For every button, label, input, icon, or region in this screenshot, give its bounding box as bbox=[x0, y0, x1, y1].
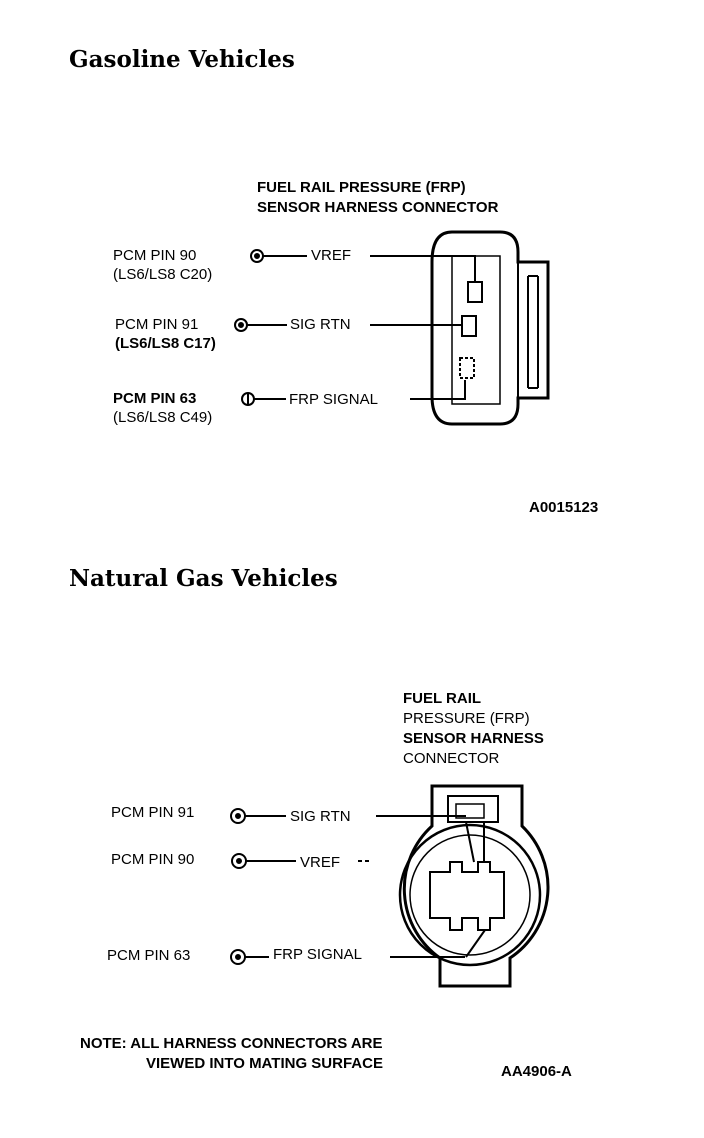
gas-pin-63-sub: (LS6/LS8 C49) bbox=[113, 409, 213, 426]
natural-gas-heading: Natural Gas Vehicles bbox=[69, 565, 338, 592]
natural-gas-connector-drawing bbox=[398, 784, 550, 988]
gas-pin-63-symbol bbox=[241, 392, 255, 406]
gas-vref-wire-right bbox=[370, 255, 476, 282]
gas-sig-rtn-label: SIG RTN bbox=[290, 316, 351, 333]
ng-figure-code: AA4906-A bbox=[501, 1063, 572, 1080]
gas-terminal-frp bbox=[459, 357, 475, 379]
gasoline-connector-title-line-1: FUEL RAIL PRESSURE (FRP) bbox=[257, 179, 466, 196]
ng-vref-label: VREF bbox=[300, 854, 341, 871]
gas-terminal-vref bbox=[467, 281, 483, 303]
ng-connector-title-line-2: PRESSURE (FRP) bbox=[403, 710, 530, 727]
gas-figure-code: A0015123 bbox=[529, 499, 599, 516]
ng-connector-title-line-3: SENSOR HARNESS bbox=[403, 730, 544, 747]
gas-pin-91-symbol bbox=[234, 318, 248, 332]
gas-pin-91-sub: (LS6/LS8 C17) bbox=[115, 335, 216, 352]
note-line-2: VIEWED INTO MATING SURFACE bbox=[146, 1055, 383, 1072]
ng-pin-63-label: PCM PIN 63 bbox=[107, 947, 191, 964]
gas-pin-90-symbol bbox=[250, 249, 264, 263]
ng-sig-rtn-label: SIG RTN bbox=[290, 808, 351, 825]
gas-pin-90-label: PCM PIN 90 bbox=[113, 247, 197, 264]
gas-terminal-sig-rtn bbox=[461, 315, 477, 337]
gasoline-connector-drawing bbox=[430, 230, 550, 426]
gas-pin-90-sub: (LS6/LS8 C20) bbox=[113, 266, 213, 283]
ng-frp-signal-label: FRP SIGNAL bbox=[273, 946, 362, 963]
gasoline-connector-title-line-2: SENSOR HARNESS CONNECTOR bbox=[257, 199, 499, 216]
gas-frp-wire-right bbox=[410, 380, 466, 400]
gas-pin-63-label: PCM PIN 63 bbox=[113, 390, 197, 407]
ng-connector-title-line-4: CONNECTOR bbox=[403, 750, 500, 767]
gas-frp-signal-label: FRP SIGNAL bbox=[289, 391, 378, 408]
note-line-1: NOTE: ALL HARNESS CONNECTORS ARE bbox=[80, 1035, 383, 1052]
ng-pin-63-symbol bbox=[230, 949, 246, 965]
gas-pin-91-label: PCM PIN 91 bbox=[115, 316, 199, 333]
gas-vref-label: VREF bbox=[311, 247, 352, 264]
natural-gas-connector-title: FUEL RAIL PRESSURE (FRP) SENSOR HARNESS … bbox=[403, 689, 544, 769]
ng-pin-90-symbol bbox=[231, 853, 247, 869]
ng-connector-title-line-1: FUEL RAIL bbox=[403, 690, 482, 707]
gasoline-connector-title: FUEL RAIL PRESSURE (FRP) SENSOR HARNESS … bbox=[257, 178, 498, 218]
ng-pin-91-label: PCM PIN 91 bbox=[111, 804, 195, 821]
gasoline-heading: Gasoline Vehicles bbox=[69, 46, 295, 73]
ng-pin-91-symbol bbox=[230, 808, 246, 824]
ng-pin-90-label: PCM PIN 90 bbox=[111, 851, 195, 868]
